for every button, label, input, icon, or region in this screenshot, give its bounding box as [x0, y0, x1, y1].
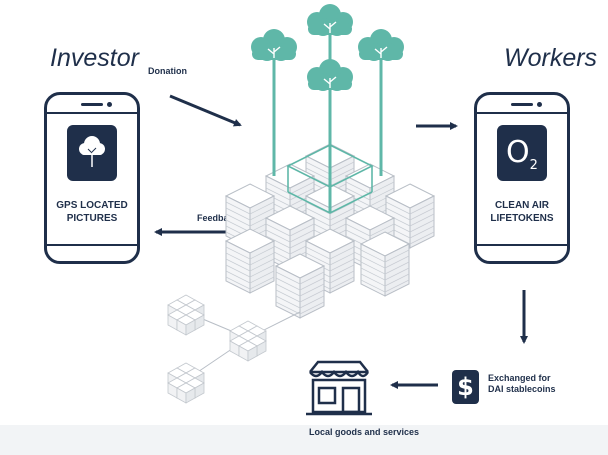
- storefront-icon: [306, 360, 372, 416]
- tree-icon: [67, 125, 117, 181]
- donation-label: Donation: [148, 66, 187, 76]
- phone-bottom-bezel: [474, 244, 570, 246]
- phone-top-bezel: [474, 112, 570, 114]
- feedback-label: Feedback: [197, 213, 239, 223]
- workers-title: Workers: [504, 44, 598, 72]
- trees: [251, 4, 404, 212]
- phone-speaker: [511, 103, 533, 106]
- workers-phone: O2 CLEAN AIR LIFETOKENS: [474, 92, 570, 264]
- network-clusters: [168, 295, 301, 403]
- phone-bottom-bezel: [44, 244, 140, 246]
- bottom-band: [0, 425, 608, 455]
- exchanged-label: Exchanged for DAI stablecoins: [488, 373, 556, 394]
- investor-title: Investor: [50, 44, 139, 72]
- phone-top-bezel: [44, 112, 140, 114]
- investor-phone: GPS LOCATED PICTURES: [44, 92, 140, 264]
- local-goods-label: Local goods and services: [309, 427, 420, 437]
- workers-phone-caption: CLEAN AIR LIFETOKENS: [490, 200, 554, 224]
- dollar-icon: $: [452, 370, 479, 404]
- donation-arrow: [169, 94, 242, 127]
- phone-camera: [107, 102, 112, 107]
- o2-icon: O2: [497, 125, 547, 181]
- phone-camera: [537, 102, 542, 107]
- investor-phone-caption: GPS LOCATED PICTURES: [56, 200, 128, 224]
- o2-symbol: O2: [506, 135, 538, 173]
- phone-speaker: [81, 103, 103, 106]
